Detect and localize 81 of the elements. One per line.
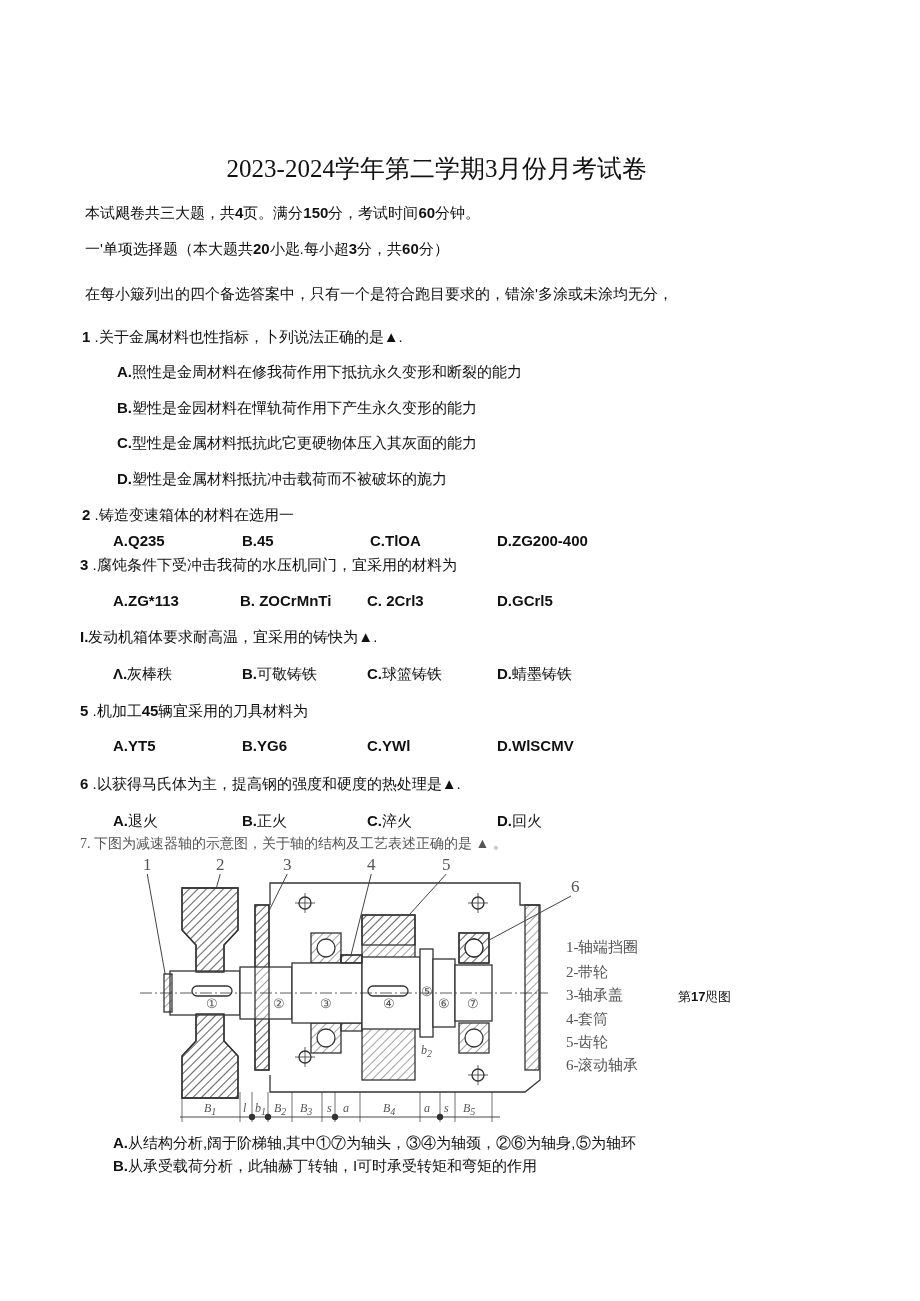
retaining-ring xyxy=(163,973,173,1013)
part-list-item: 5-齿轮 xyxy=(566,1033,609,1051)
dimension-label: B$_{3}$ xyxy=(300,1100,313,1120)
sleeve xyxy=(340,954,363,964)
dimension-label: s xyxy=(327,1100,332,1115)
section-number: ④ xyxy=(383,996,395,1013)
answer-option: C.淬火 xyxy=(367,812,412,830)
section-number: ⑥ xyxy=(438,996,450,1013)
answer-option: C.球篮铸铁 xyxy=(367,665,442,683)
dimension-label: B$_{1}$ xyxy=(204,1100,217,1120)
dimension-label: a xyxy=(343,1100,349,1115)
question-text: I.发动机箱体要求耐高温，宜采用的铸快为▲. xyxy=(80,628,378,646)
dimension-label: s xyxy=(444,1100,449,1115)
answer-option: B.YG6 xyxy=(242,737,287,755)
instruction-text: 在每小簸列出的四个备选答案中，只有一个是符合跑目要求的，错涂'多涂或未涂均无分， xyxy=(85,285,673,303)
answer-option: A.ZG*113 xyxy=(113,592,179,610)
section-number: ② xyxy=(273,996,285,1013)
question-text: 3 .腐饨条件下受冲击我荷的水压机同门，宜采用的材料为 xyxy=(80,556,457,574)
answer-option: C.YWl xyxy=(367,737,411,755)
answer-option: B.可敬铸铁 xyxy=(242,665,317,683)
answer-option: A.退火 xyxy=(113,812,158,830)
question-text: 1 .关于金属材料也性指标，卜列说法正确的是▲. xyxy=(82,328,403,346)
answer-option: D.回火 xyxy=(497,812,542,830)
dimension-label: b$_{2}$ xyxy=(421,1042,432,1062)
ball-bearing xyxy=(458,932,490,964)
answer-option: B.塑性是金园材料在憚轨荷作用下产生永久变形的能力 xyxy=(117,399,477,417)
part-list-item: 6-滚动轴承 xyxy=(566,1056,639,1074)
answer-option: B.从承受载荷分析，此轴赫丁转轴，I可时承受转矩和弯矩的作用 xyxy=(113,1157,538,1175)
callout-number: 2 xyxy=(216,856,225,874)
answer-option: A.照性是金周材料在修我荷作用下抵抗永久变形和断裂的能力 xyxy=(117,363,522,381)
dimension-label: l xyxy=(243,1100,247,1115)
instruction-text: 一'单项选择题（本大题共20小匙.每小超3分，共60分） xyxy=(85,240,449,258)
answer-option: C. 2Crl3 xyxy=(367,592,424,610)
section-number: ⑦ xyxy=(467,996,479,1013)
part-list-item: 1-轴端挡圈 xyxy=(566,938,639,956)
question-text: 6 .以获得马氏体为主，提高钢的强度和硬度的热处理是▲. xyxy=(80,775,461,793)
bearing-cap xyxy=(254,904,270,1071)
question-text: 5 .机加工45辆宜采用的刀具材料为 xyxy=(80,702,309,720)
instruction-text: 本试飓卷共三大题，共4页。满分150分，考试时间60分钟。 xyxy=(85,204,481,222)
dimension-label: B$_{4}$ xyxy=(383,1100,396,1120)
answer-option: B. ZOCrMnTi xyxy=(240,592,332,610)
callout-number: 5 xyxy=(442,856,451,874)
dimension-label: B$_{2}$ xyxy=(274,1100,287,1120)
leader-line xyxy=(488,895,572,941)
pulley xyxy=(181,887,239,1099)
dimension-label: a xyxy=(424,1100,430,1115)
figure-caption: 第17咫图 xyxy=(678,989,732,1006)
part-list-item: 2-带轮 xyxy=(566,963,609,981)
gear xyxy=(361,914,416,946)
question-text: 7. 下图为减速器轴的示意图，关于轴的结构及工艺表述正确的是 ▲ 。 xyxy=(80,834,507,852)
leader-line xyxy=(350,873,372,956)
callout-number: 6 xyxy=(571,878,580,896)
callout-number: 1 xyxy=(143,856,152,874)
callout-number: 4 xyxy=(367,856,376,874)
answer-option: B.45 xyxy=(242,532,274,550)
dimension-label: b$_{1}$ xyxy=(255,1100,266,1120)
leader-line xyxy=(215,873,221,889)
part-list-item: 4-套筒 xyxy=(566,1010,609,1028)
section-number: ⑤ xyxy=(421,984,433,1001)
answer-option: C.TlOA xyxy=(370,532,421,550)
part-list-item: 3-轴承盖 xyxy=(566,986,624,1004)
answer-option: A.从结构分析,阔于阶梯轴,其中①⑦为轴头，③④为轴颈，②⑥为轴身,⑤为轴环 xyxy=(113,1134,636,1152)
leader-line xyxy=(268,873,288,912)
dimension-label: B$_{5}$ xyxy=(463,1100,476,1120)
answer-option: B.正火 xyxy=(242,812,287,830)
answer-option: D.ZG200-400 xyxy=(497,532,588,550)
answer-option: D.蜻墨铸铁 xyxy=(497,665,572,683)
answer-option: Λ.灰棒秩 xyxy=(113,665,173,683)
callout-number: 3 xyxy=(283,856,292,874)
answer-option: A.Q235 xyxy=(113,532,165,550)
section-number: ① xyxy=(206,996,218,1013)
answer-option: D.WlSCMV xyxy=(497,737,574,755)
section-number: ③ xyxy=(320,996,332,1013)
answer-option: A.YT5 xyxy=(113,737,156,755)
page-title: 2023-2024学年第二学期3月份月考试卷 xyxy=(225,154,649,184)
question-text: 2 .铸造变速箱体的材料在选用一 xyxy=(82,506,294,524)
answer-option: D.GCrl5 xyxy=(497,592,553,610)
answer-option: C.型性是金属材料抵抗此它更硬物体压入其灰面的能力 xyxy=(117,434,477,452)
leader-line xyxy=(146,873,166,975)
leader-line xyxy=(408,873,447,916)
answer-option: D.塑性是金属材料抵抗冲击载荷而不被破坏的旎力 xyxy=(117,470,447,488)
